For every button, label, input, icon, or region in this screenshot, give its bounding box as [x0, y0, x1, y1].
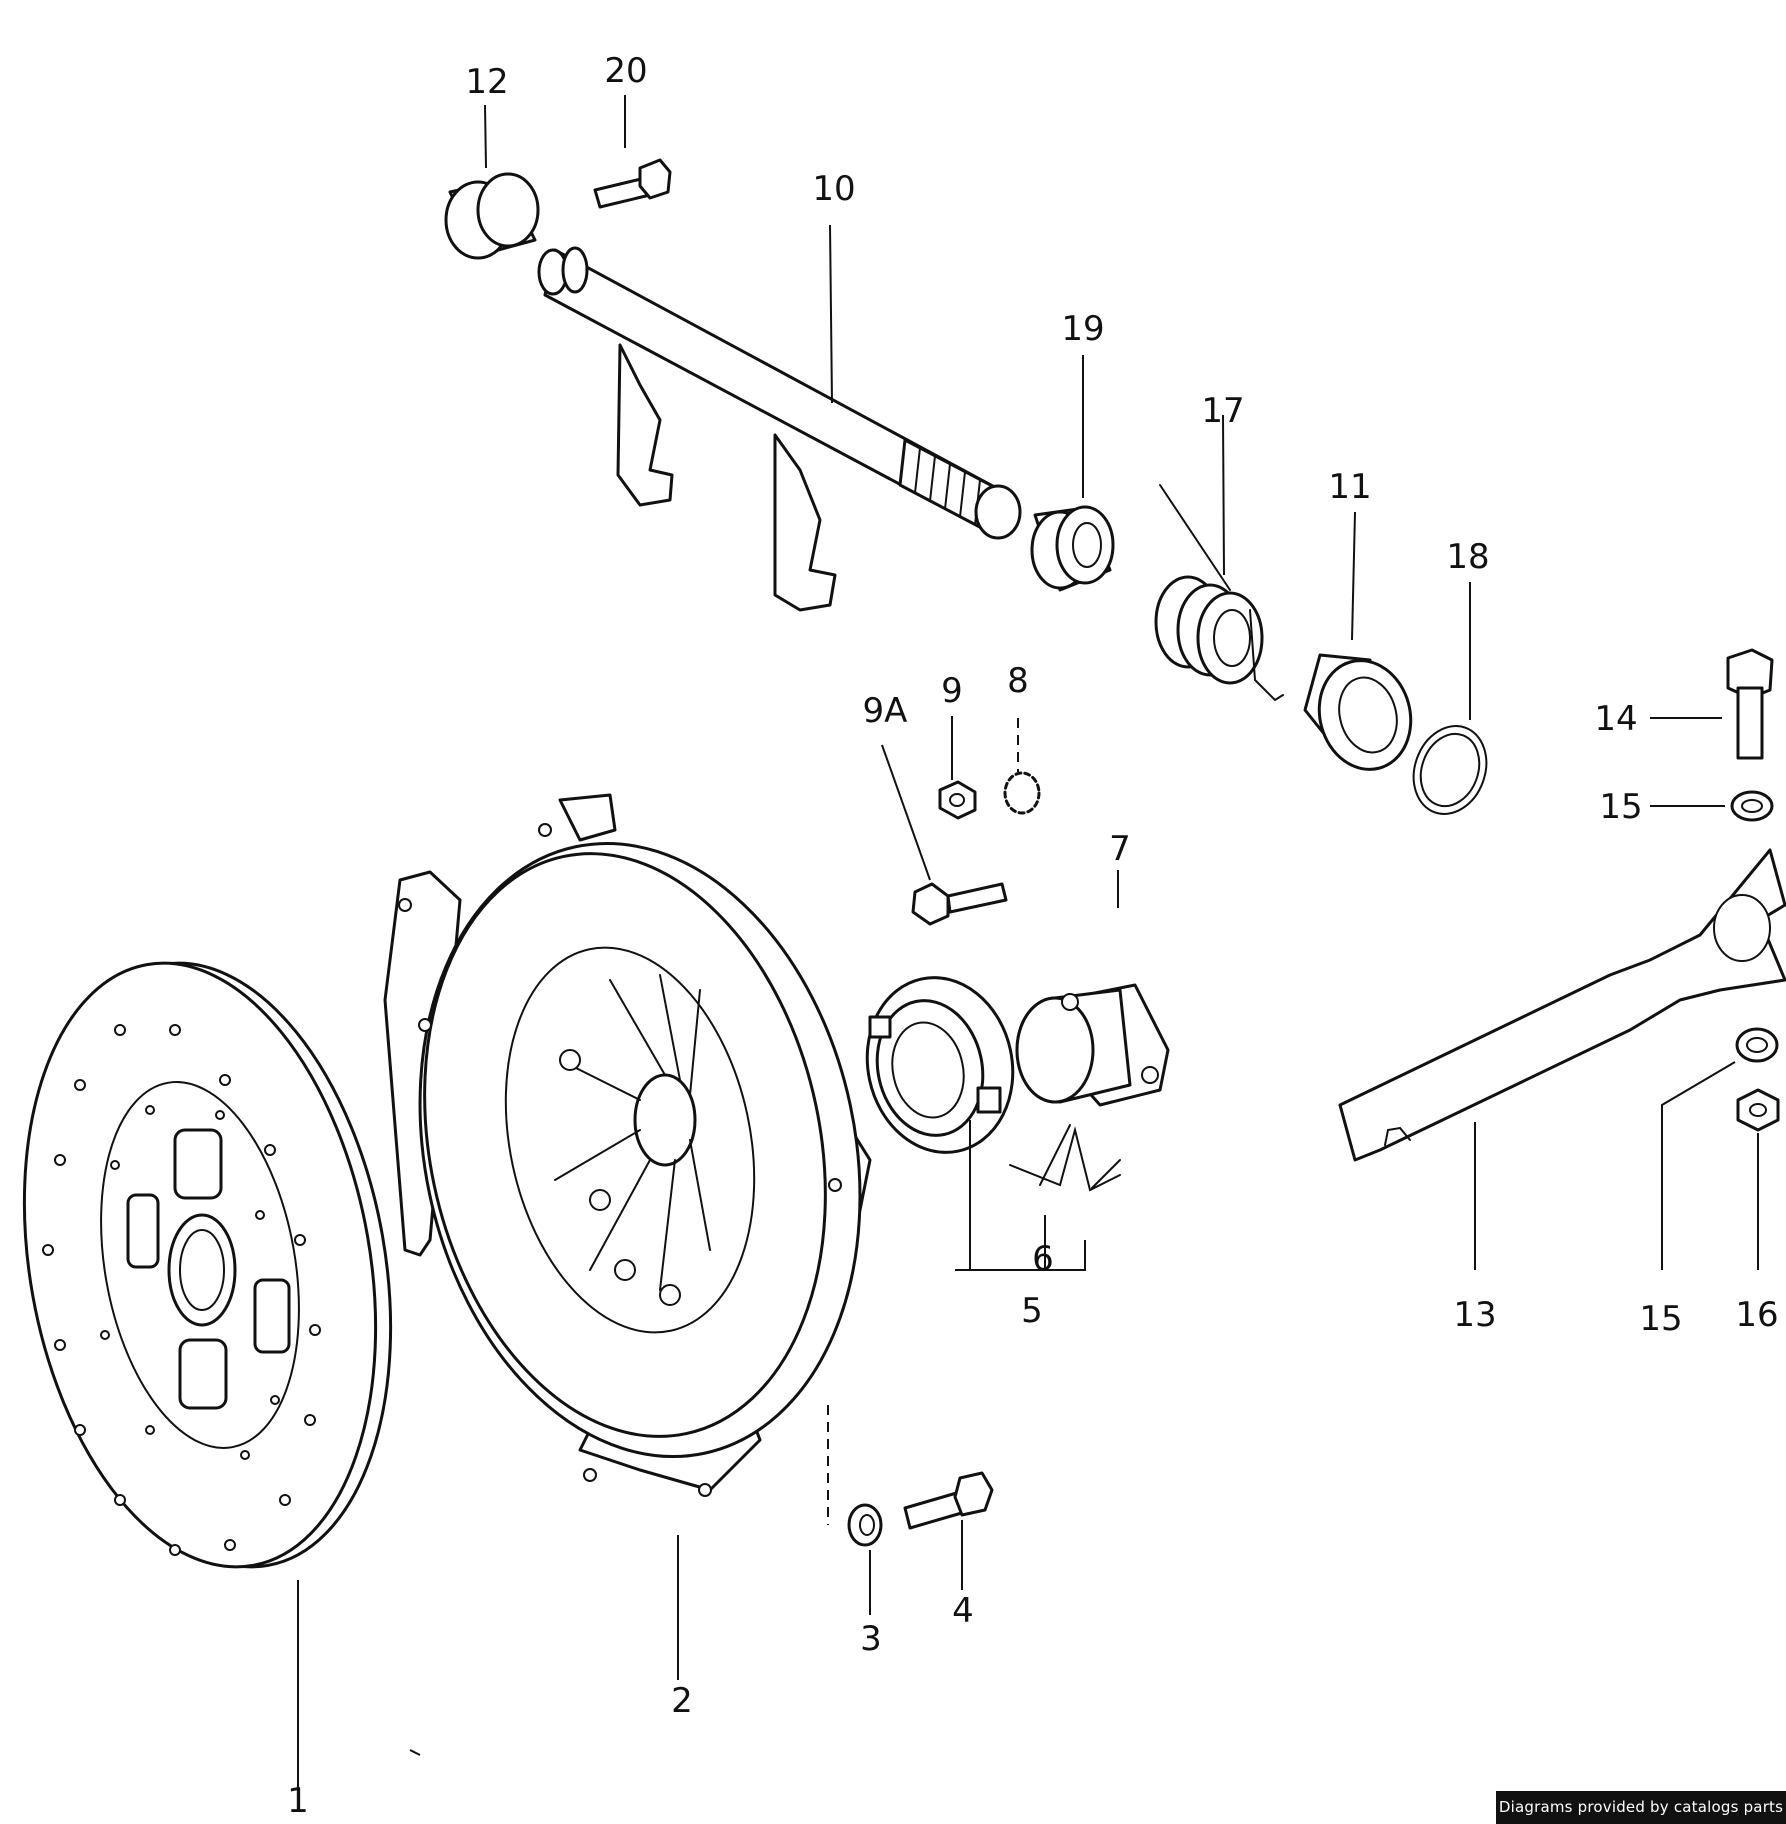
callout-15b: 15: [1639, 1299, 1682, 1339]
callout-15a: 15: [1599, 787, 1642, 827]
leader-lines: [297, 95, 1759, 1790]
part-3-lock-washer[interactable]: [847, 1503, 883, 1547]
part-12-bushing[interactable]: [444, 172, 540, 260]
part-13-clutch-lever[interactable]: [1338, 848, 1786, 1162]
callout-14: 14: [1594, 699, 1637, 739]
callout-9: 9: [941, 671, 963, 711]
part-9-nut[interactable]: [938, 780, 977, 820]
callout-7: 7: [1109, 829, 1131, 869]
callout-20: 20: [604, 51, 647, 91]
part-7-guide-sleeve[interactable]: [1015, 983, 1170, 1107]
part-16-nut[interactable]: [1736, 1088, 1780, 1132]
part-17-torsion-spring[interactable]: [1154, 484, 1284, 702]
part-8-washer[interactable]: [1003, 771, 1041, 815]
part-2-pressure-plate[interactable]: [365, 793, 915, 1498]
part-15-washer-bottom[interactable]: [1735, 1027, 1779, 1063]
callout-17: 17: [1201, 391, 1244, 431]
part-20-bolt[interactable]: [593, 158, 672, 209]
callout-6: 6: [1032, 1239, 1054, 1279]
part-1-clutch-disc[interactable]: [0, 935, 435, 1595]
part-6-spring-clip[interactable]: [1009, 1124, 1121, 1192]
part-10-release-shaft[interactable]: [537, 246, 1022, 612]
callout-3: 3: [860, 1619, 882, 1659]
part-4-bolt[interactable]: [903, 1471, 994, 1530]
part-15-washer-top[interactable]: [1730, 790, 1774, 822]
part-19-bushing[interactable]: [1030, 505, 1115, 592]
callout-19: 19: [1061, 309, 1104, 349]
callout-10: 10: [812, 169, 855, 209]
part-5-release-bearing[interactable]: [851, 964, 1028, 1166]
callout-2: 2: [671, 1681, 693, 1721]
disc-rivet-holes: [42, 1024, 321, 1556]
part-14-bolt[interactable]: [1726, 648, 1774, 760]
callout-13: 13: [1453, 1295, 1496, 1335]
callout-5: 5: [1021, 1291, 1043, 1331]
callout-16: 16: [1735, 1295, 1778, 1335]
callout-12: 12: [465, 62, 508, 102]
callout-18: 18: [1446, 537, 1489, 577]
callout-1: 1: [287, 1781, 309, 1821]
callout-4: 4: [952, 1591, 974, 1631]
callout-11: 11: [1328, 467, 1371, 507]
callout-9a: 9A: [863, 691, 908, 731]
callout-labels: 1 2 3 4 5 6 7 8 9 9A 10 11 12 13 14 15 1…: [287, 51, 1778, 1821]
part-11-bushing[interactable]: [1303, 650, 1423, 780]
callout-8: 8: [1007, 661, 1029, 701]
pressure-plate-fingers: [554, 974, 711, 1291]
disc-spring-pockets: [126, 1128, 291, 1410]
part-9a-bolt[interactable]: [911, 882, 1008, 926]
credit-badge: Diagrams provided by catalogs parts: [1496, 1791, 1786, 1824]
part-18-circlip[interactable]: [1402, 716, 1499, 825]
